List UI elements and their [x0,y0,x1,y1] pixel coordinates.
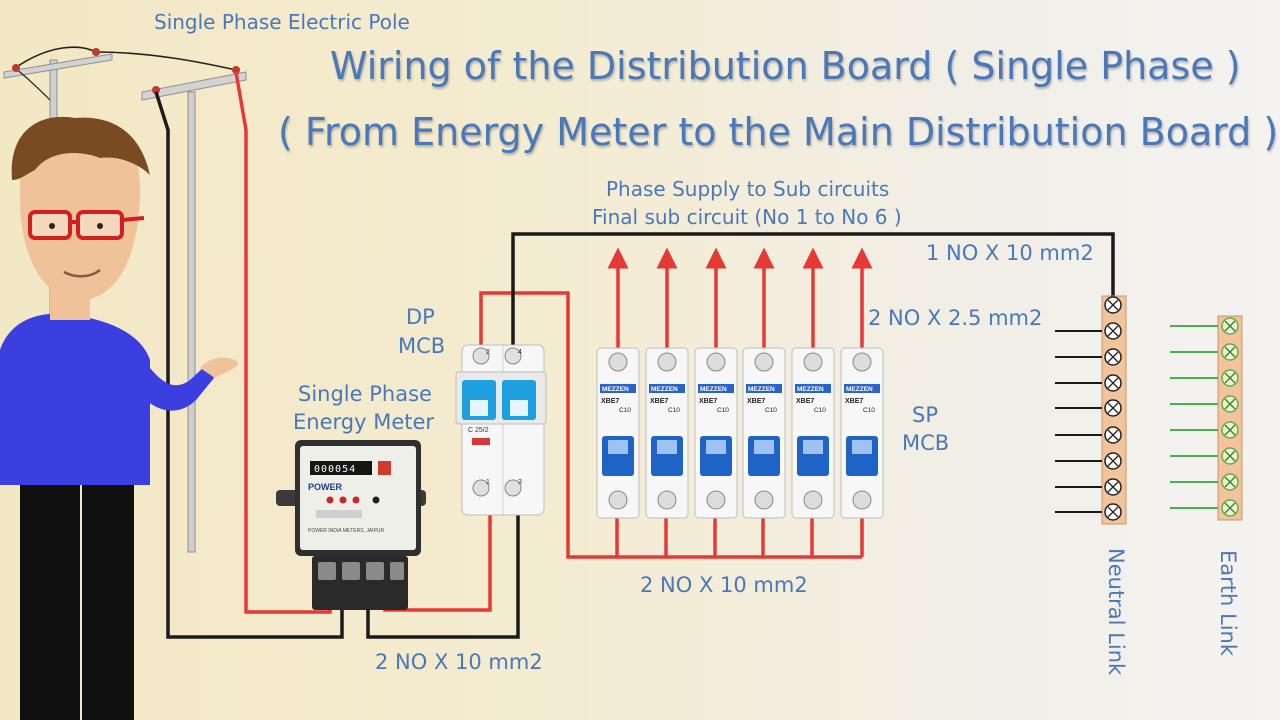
meter-wire-size-label: 2 NO X 10 mm2 [375,650,543,674]
sp-mcb-rating: C10 [619,407,631,414]
dp-mcb-label-line2: MCB [398,334,446,358]
dp-rating: C 25/2 [468,427,489,434]
sp-mcb-model: XBE7 [650,398,668,405]
sp-mcb-rating: C10 [668,407,680,414]
pole-label: Single Phase Electric Pole [154,10,410,34]
dp-output-wires [479,232,1115,559]
diagram-title-line2: ( From Energy Meter to the Main Distribu… [278,110,1279,154]
sp-mcb-label-line1: SP [912,403,938,427]
diagram-title-line1: Wiring of the Distribution Board ( Singl… [330,44,1241,88]
subcircuit-arrows [607,247,873,360]
busbar-wire-size-label: 2 NO X 10 mm2 [640,573,808,597]
neutral-wire-size-label: 1 NO X 10 mm2 [926,241,1094,265]
dp-terminal-4: 4 [518,349,522,356]
earth-link-label: Earth Link [1216,550,1240,656]
sp-mcb-rating: C10 [717,407,729,414]
sp-mcb-brand: MEZZEN [797,386,824,393]
sp-mcb-brand: MEZZEN [651,386,678,393]
dp-terminal-3: 3 [518,479,522,486]
meter-caption: POWER INDIA METERS, JAIPUR [308,528,385,534]
sp-mcb-brand: MEZZEN [748,386,775,393]
dp-terminal-2: 2 [486,349,490,356]
sp-mcb-model: XBE7 [747,398,765,405]
sp-mcb-rating: C10 [765,407,777,414]
final-subcircuit-label: Final sub circuit (No 1 to No 6 ) [592,205,902,229]
phase-supply-label: Phase Supply to Sub circuits [606,177,890,201]
branch-wire-size-label: 2 NO X 2.5 mm2 [868,306,1043,330]
sp-mcb-group: MEZZENXBE7C10MEZZENXBE7C10MEZZENXBE7C10M… [596,347,884,519]
sp-mcb-rating: C10 [814,407,826,414]
meter-label-line2: Energy Meter [293,410,435,434]
dp-mcb-label-line1: DP [406,305,435,329]
sp-mcb-brand: MEZZEN [700,386,727,393]
sp-mcb-model: XBE7 [699,398,717,405]
sp-mcb-model: XBE7 [845,398,863,405]
sp-mcb-brand: MEZZEN [846,386,873,393]
presenter-character [0,116,239,720]
meter-label-line1: Single Phase [298,382,432,406]
dp-terminal-1: 1 [486,479,490,486]
meter-reading: 000054 [314,464,356,475]
energy-meter: 000054 POWER POWER INDIA METERS, JAIPUR [276,440,426,610]
dp-mcb: 2 4 C 25/2 1 3 [455,344,547,516]
neutral-link [1055,295,1127,525]
meter-brand: POWER [308,482,343,492]
neutral-link-label: Neutral Link [1104,548,1128,676]
earth-link [1170,315,1243,521]
sp-mcb-brand: MEZZEN [602,386,629,393]
sp-mcb-model: XBE7 [796,398,814,405]
sp-mcb-label-line2: MCB [902,431,950,455]
sp-mcb-rating: C10 [863,407,875,414]
sp-mcb-model: XBE7 [601,398,619,405]
